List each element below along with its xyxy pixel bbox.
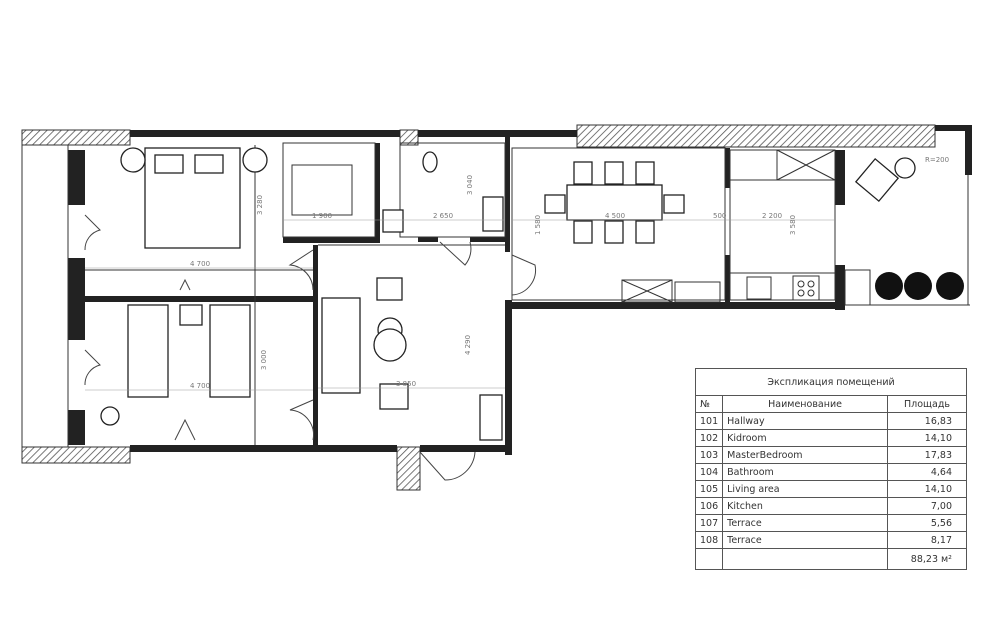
dim-master-width: 4 700 bbox=[190, 260, 210, 268]
row-area: 14,10 bbox=[887, 429, 967, 447]
row-num: 107 bbox=[694, 514, 724, 532]
dimension-labels: 4 700 3 280 4 700 3 000 1 900 2 650 3 04… bbox=[190, 156, 949, 390]
dim-hall-height: 4 290 bbox=[464, 335, 472, 355]
row-name: Terrace bbox=[722, 514, 888, 532]
dim-bath-height: 3 040 bbox=[466, 175, 474, 195]
sofa bbox=[321, 297, 361, 394]
walls bbox=[68, 125, 972, 455]
header-area: Площадь bbox=[887, 395, 967, 413]
table-title: Экспликация помещений bbox=[695, 368, 967, 396]
dim-master-height: 3 280 bbox=[256, 195, 264, 215]
row-area: 8,17 bbox=[887, 531, 967, 549]
doors bbox=[84, 214, 536, 481]
row-area: 14,10 bbox=[887, 480, 967, 498]
dim-wardrobe-width: 1 900 bbox=[312, 212, 332, 220]
row-area: 4,64 bbox=[887, 463, 967, 481]
row-area: 16,83 bbox=[887, 412, 967, 430]
row-name: Hallway bbox=[722, 412, 888, 430]
row-area: 17,83 bbox=[887, 446, 967, 464]
row-name: MasterBedroom bbox=[722, 446, 888, 464]
armchair bbox=[854, 157, 900, 203]
header-num: № bbox=[694, 395, 724, 413]
row-num: 102 bbox=[694, 429, 724, 447]
total-area: 88,23 м² bbox=[887, 548, 967, 570]
dim-hall-width: 3 850 bbox=[396, 380, 416, 388]
row-num: 105 bbox=[694, 480, 724, 498]
row-num: 106 bbox=[694, 497, 724, 515]
row-area: 5,56 bbox=[887, 514, 967, 532]
row-num: 104 bbox=[694, 463, 724, 481]
row-name: Kitchen bbox=[722, 497, 888, 515]
row-name: Kidroom bbox=[722, 429, 888, 447]
row-num: 108 bbox=[694, 531, 724, 549]
single-bed bbox=[209, 304, 251, 398]
row-area: 7,00 bbox=[887, 497, 967, 515]
row-name: Terrace bbox=[722, 531, 888, 549]
row-num: 103 bbox=[694, 446, 724, 464]
dim-kitchen-width: 2 200 bbox=[762, 212, 782, 220]
dim-kid-height: 3 000 bbox=[260, 350, 268, 370]
dining-table bbox=[566, 184, 663, 221]
header-name: Наименование bbox=[722, 395, 888, 413]
row-num: 101 bbox=[694, 412, 724, 430]
total-row: 88,23 м² bbox=[694, 548, 967, 570]
explication-table: Экспликация помещений № Наименование Пло… bbox=[694, 368, 967, 570]
dim-kid-width: 4 700 bbox=[190, 382, 210, 390]
dim-bath-width: 2 650 bbox=[433, 212, 453, 220]
dim-wall: 500 bbox=[713, 212, 726, 220]
dim-living-height: 1 580 bbox=[534, 215, 542, 235]
plants bbox=[875, 272, 964, 300]
dim-radius: R=200 bbox=[925, 156, 949, 164]
row-name: Living area bbox=[722, 480, 888, 498]
dimension-lines bbox=[85, 219, 835, 391]
dim-kitchen-height: 3 580 bbox=[789, 215, 797, 235]
row-name: Bathroom bbox=[722, 463, 888, 481]
outlines bbox=[21, 142, 970, 448]
single-bed bbox=[127, 304, 169, 398]
dim-living-width: 4 500 bbox=[605, 212, 625, 220]
